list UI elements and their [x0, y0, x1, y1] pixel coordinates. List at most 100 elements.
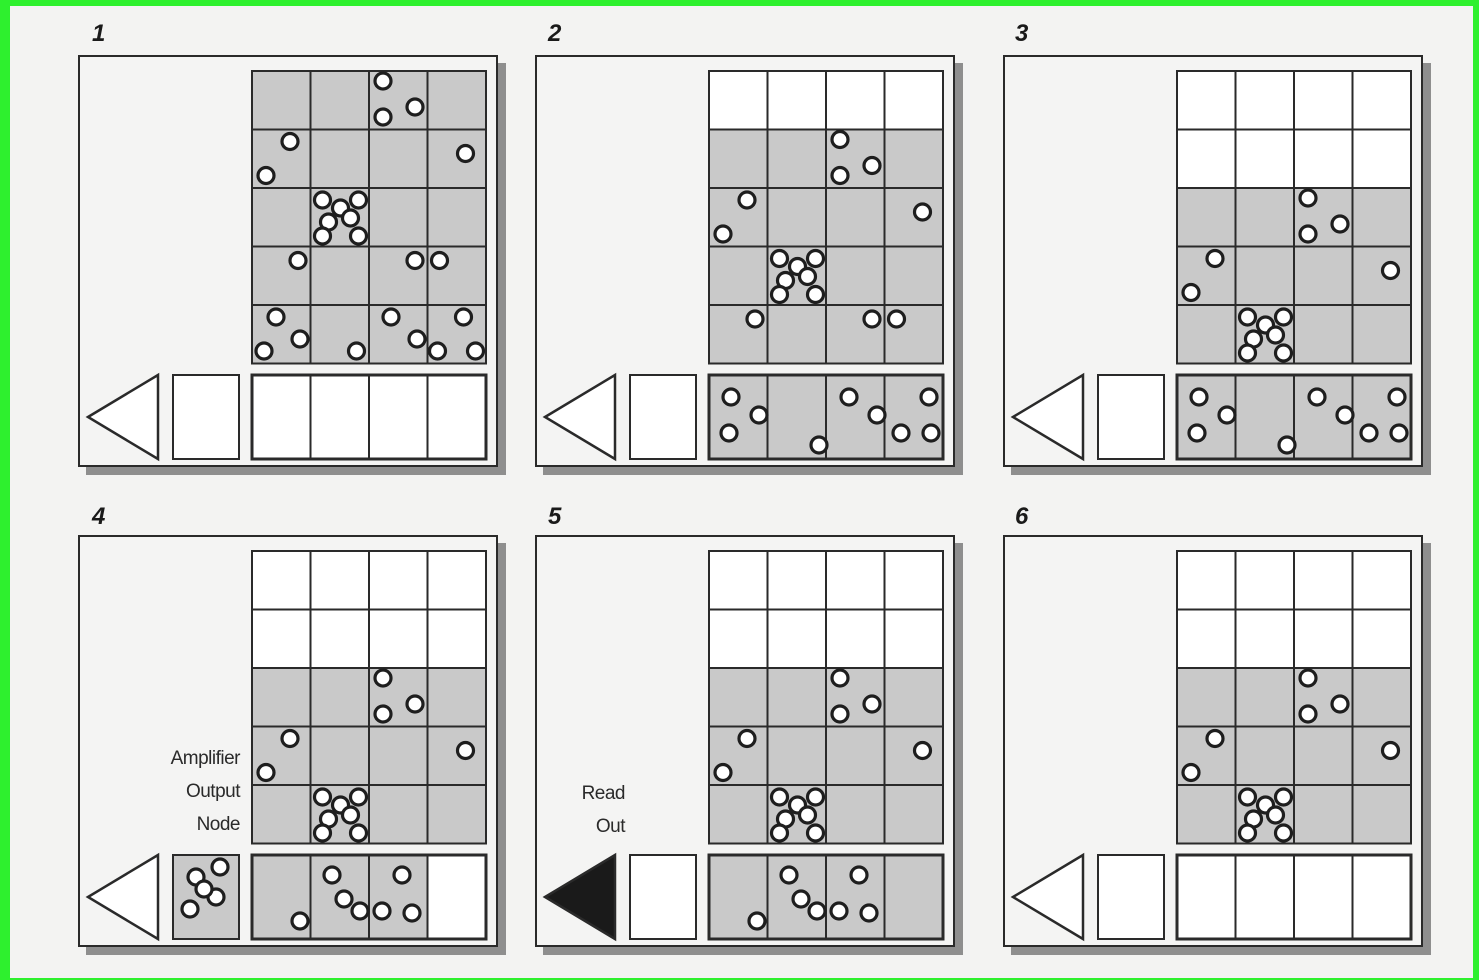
pixel-cell [252, 785, 311, 844]
charge-dot-icon [811, 437, 827, 453]
annotation-line: Node [100, 808, 240, 841]
pixel-cell [1236, 668, 1295, 727]
pixel-cell [1353, 247, 1412, 306]
pixel-cell [1353, 305, 1412, 364]
pixel-cell [1353, 130, 1412, 189]
charge-dot-icon [351, 192, 367, 208]
charge-dot-icon [212, 859, 228, 875]
charge-dot-icon [772, 789, 788, 805]
charge-dot-icon [808, 789, 824, 805]
pixel-cell [709, 551, 768, 610]
pixel-cell [885, 610, 944, 669]
pixel-cell [1353, 785, 1412, 844]
pixel-cell [1177, 188, 1236, 247]
charge-dot-icon [921, 389, 937, 405]
charge-dot-icon [456, 309, 472, 325]
serial-register-cell [252, 375, 311, 459]
ccd-diagram [80, 57, 496, 465]
panel-3-label: 3 [1015, 20, 1028, 48]
charge-dot-icon [1361, 425, 1377, 441]
charge-dot-icon [772, 825, 788, 841]
pixel-cell [768, 130, 827, 189]
charge-dot-icon [407, 696, 423, 712]
charge-dot-icon [336, 891, 352, 907]
charge-dot-icon [781, 867, 797, 883]
serial-register-cell [1294, 855, 1353, 939]
pixel-cell [1236, 610, 1295, 669]
pixel-cell [252, 610, 311, 669]
pixel-cell [252, 551, 311, 610]
charge-dot-icon [1183, 765, 1199, 781]
pixel-cell [1294, 305, 1353, 364]
charge-dot-icon [1309, 389, 1325, 405]
serial-register-cell [885, 855, 944, 939]
charge-dot-icon [772, 287, 788, 303]
charge-dot-icon [721, 425, 737, 441]
charge-dot-icon [315, 825, 331, 841]
charge-dot-icon [343, 807, 359, 823]
pixel-cell [1236, 71, 1295, 130]
pixel-cell [768, 305, 827, 364]
charge-dot-icon [409, 331, 425, 347]
charge-dot-icon [352, 903, 368, 919]
ccd-diagram [537, 57, 953, 465]
pixel-cell [709, 785, 768, 844]
pixel-cell [1294, 130, 1353, 189]
annotation-line: Out [537, 810, 625, 843]
charge-dot-icon [315, 192, 331, 208]
panel-1-label: 1 [92, 20, 105, 48]
charge-dot-icon [407, 99, 423, 115]
pixel-cell [369, 785, 428, 844]
charge-dot-icon [1240, 309, 1256, 325]
pixel-cell [1177, 130, 1236, 189]
charge-dot-icon [324, 867, 340, 883]
pixel-cell [1294, 610, 1353, 669]
pixel-cell [1236, 130, 1295, 189]
charge-dot-icon [375, 670, 391, 686]
charge-dot-icon [290, 253, 306, 269]
charge-dot-icon [268, 309, 284, 325]
pixel-cell [252, 668, 311, 727]
charge-dot-icon [869, 407, 885, 423]
pixel-cell [1294, 785, 1353, 844]
output-node-box [1098, 375, 1164, 459]
charge-dot-icon [1279, 437, 1295, 453]
charge-dot-icon [1276, 309, 1292, 325]
charge-dot-icon [182, 901, 198, 917]
ccd-diagram [537, 537, 953, 945]
charge-dot-icon [1391, 425, 1407, 441]
charge-dot-icon [915, 204, 931, 220]
charge-dot-icon [1207, 731, 1223, 747]
pixel-cell [885, 247, 944, 306]
charge-dot-icon [430, 343, 446, 359]
charge-dot-icon [841, 389, 857, 405]
pixel-cell [826, 188, 885, 247]
pixel-cell [428, 610, 487, 669]
pixel-cell [1353, 668, 1412, 727]
pixel-cell [311, 610, 370, 669]
pixel-cell [826, 247, 885, 306]
charge-dot-icon [343, 210, 359, 226]
charge-dot-icon [404, 905, 420, 921]
pixel-cell [1177, 785, 1236, 844]
pixel-cell [826, 610, 885, 669]
charge-dot-icon [1268, 807, 1284, 823]
charge-dot-icon [292, 331, 308, 347]
pixel-cell [428, 188, 487, 247]
output-node-box [1098, 855, 1164, 939]
charge-dot-icon [258, 168, 274, 184]
charge-dot-icon [1276, 825, 1292, 841]
charge-dot-icon [1300, 226, 1316, 242]
charge-dot-icon [394, 867, 410, 883]
output-node-box [630, 855, 696, 939]
amplifier-triangle-icon [545, 855, 615, 939]
pixel-cell [1294, 727, 1353, 786]
charge-dot-icon [1389, 389, 1405, 405]
pixel-cell [885, 188, 944, 247]
charge-dot-icon [282, 134, 298, 150]
pixel-cell [1353, 71, 1412, 130]
pixel-cell [768, 188, 827, 247]
pixel-cell [1177, 305, 1236, 364]
charge-dot-icon [1189, 425, 1205, 441]
pixel-cell [1177, 71, 1236, 130]
